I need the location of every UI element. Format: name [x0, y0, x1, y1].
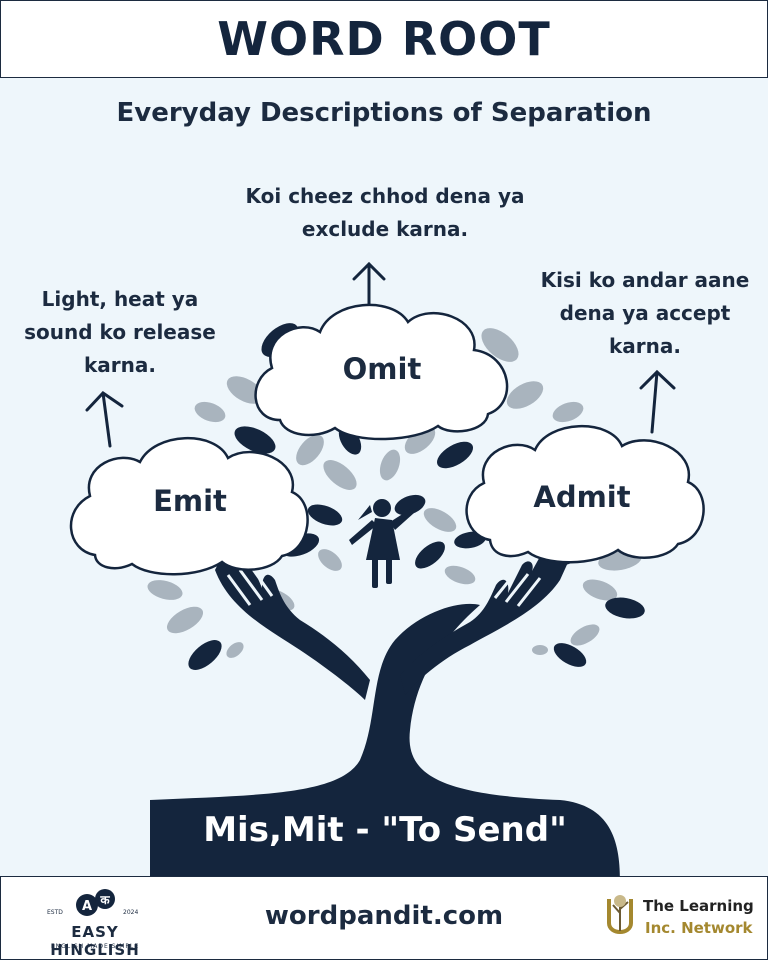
easy-hinglish-logo[interactable]: A क ESTD 2024 EASY HINGLISH ENGLISH MADE…	[25, 885, 165, 959]
root-label: Mis,Mit - "To Send"	[203, 810, 567, 850]
logo-glyph-a: A	[82, 899, 92, 914]
admit-cloud	[465, 425, 705, 564]
page-title: WORD ROOT	[217, 12, 551, 66]
learning-network-logo[interactable]: The Learning Inc. Network	[599, 889, 759, 949]
hand-icon	[215, 545, 572, 700]
learning-network-line2: Inc. Network	[645, 919, 753, 937]
learning-network-line1: The Learning	[643, 897, 754, 915]
child-silhouette-icon	[349, 499, 414, 588]
omit-word: Omit	[342, 352, 422, 386]
omit-cloud	[254, 303, 509, 441]
tree-icon	[150, 603, 620, 880]
logo-estd: ESTD	[47, 909, 63, 916]
emit-word: Emit	[153, 484, 227, 518]
emit-cloud	[69, 437, 309, 576]
tree-logo-icon	[607, 895, 633, 934]
emit-meaning: Light, heat ya sound ko release karna.	[24, 287, 216, 377]
omit-meaning: Koi cheez chhod dena ya exclude karna.	[245, 184, 525, 241]
speech-bubble-icon: A क	[76, 889, 115, 916]
site-url-link[interactable]: wordpandit.com	[264, 901, 504, 931]
admit-word: Admit	[533, 480, 631, 514]
footer: A क ESTD 2024 EASY HINGLISH ENGLISH MADE…	[0, 876, 768, 960]
subtitle: Everyday Descriptions of Separation	[116, 98, 652, 128]
brand-name: EASY HINGLISH	[50, 923, 140, 959]
admit-meaning: Kisi ko andar aane dena ya accept karna.	[540, 268, 750, 358]
header: WORD ROOT	[0, 0, 768, 78]
arrow-up-icon	[85, 261, 676, 448]
logo-year: 2024	[123, 909, 139, 916]
brand-tagline: ENGLISH MADE SIMPLE	[50, 943, 140, 950]
logo-glyph-ka: क	[99, 893, 110, 907]
